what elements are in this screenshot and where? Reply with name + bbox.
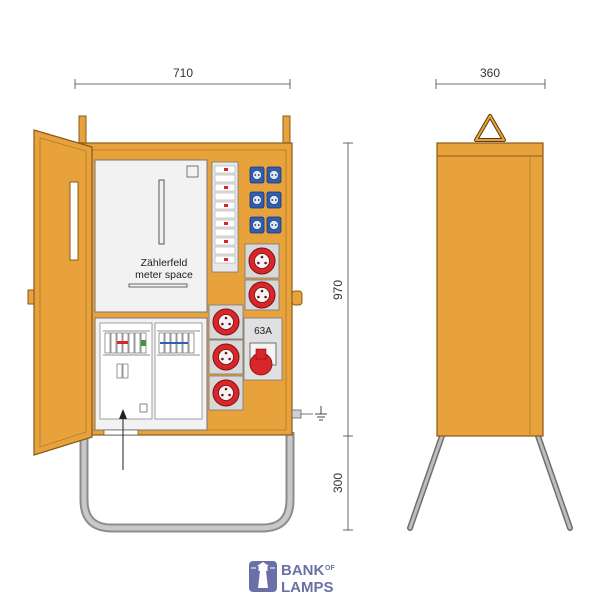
dimension-label-710: 710 xyxy=(173,66,193,80)
door-window xyxy=(69,181,79,261)
cee-socket-icon xyxy=(248,247,276,275)
cee-socket-icon xyxy=(212,308,240,336)
meter-space-label-de: Zählerfeld xyxy=(141,257,188,269)
schuko-socket-icon xyxy=(249,216,265,234)
logo-text-bank: BANK xyxy=(281,562,324,579)
schuko-socket-icon xyxy=(249,166,265,184)
side-cabinet-body xyxy=(436,142,544,437)
schuko-socket-icon xyxy=(249,191,265,209)
side-view xyxy=(407,114,573,531)
cee-socket-icon xyxy=(212,379,240,407)
logo-text-of: OF xyxy=(325,565,335,572)
arrow-up-icon xyxy=(119,409,127,470)
cee-sockets xyxy=(208,243,280,411)
schuko-socket-icon xyxy=(266,191,282,209)
breaker-column xyxy=(211,161,239,273)
meter-space-label-en: meter space xyxy=(135,269,193,281)
base-frame xyxy=(79,432,295,533)
switch-rating-label: 63A xyxy=(254,326,272,337)
ground-symbol-icon xyxy=(315,406,327,421)
schuko-socket-icon xyxy=(266,166,282,184)
breaker-panel xyxy=(94,317,208,436)
ground-connection xyxy=(291,406,327,421)
dimension-front-width: 710 xyxy=(74,66,291,89)
dimension-label-300: 300 xyxy=(331,473,345,493)
lifting-ring-icon xyxy=(474,114,506,142)
cee-socket-icon xyxy=(212,343,240,371)
cee-socket-icon xyxy=(248,281,276,309)
main-switch: 63A xyxy=(243,317,283,381)
dimension-label-970: 970 xyxy=(331,280,345,300)
meter-panel: Zählerfeld meter space xyxy=(94,159,208,313)
bank-of-lamps-logo: BANK OF LAMPS xyxy=(249,561,335,596)
side-handle xyxy=(291,290,303,306)
lifting-posts xyxy=(78,115,291,147)
dimension-side-width: 360 xyxy=(435,66,546,89)
dimension-heights: 970 300 xyxy=(331,142,353,531)
logo-text-lamps: LAMPS xyxy=(281,579,334,596)
dimension-label-360: 360 xyxy=(480,66,500,80)
schuko-socket-icon xyxy=(266,216,282,234)
open-door xyxy=(27,129,93,456)
